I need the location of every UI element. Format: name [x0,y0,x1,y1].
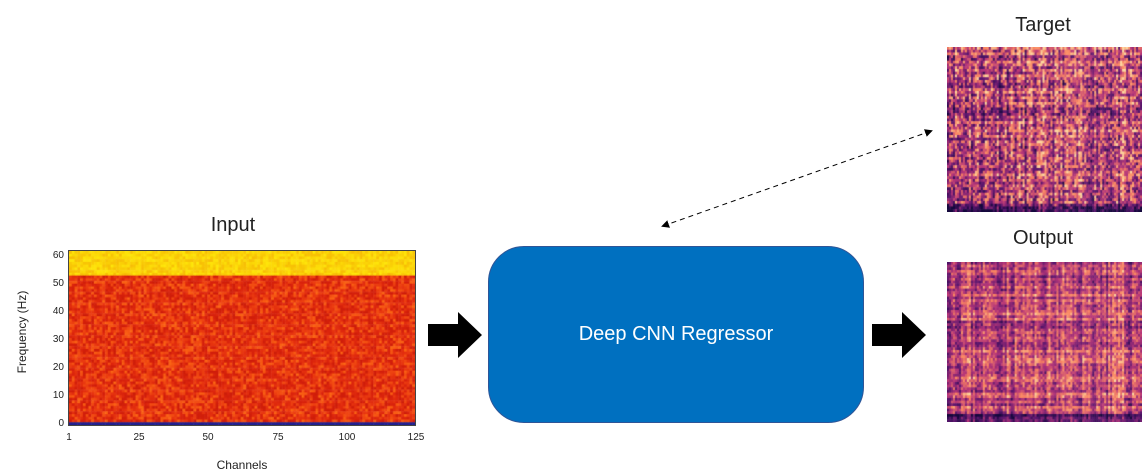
y-tick-label: 10 [52,390,64,401]
x-tick-label: 75 [272,432,284,443]
target-spectrogram [947,47,1142,212]
cnn-regressor-label: Deep CNN Regressor [578,323,774,345]
x-tick-label: 25 [133,432,145,443]
target-label: Target [1015,14,1071,36]
output-spectrogram [947,262,1142,422]
y-tick-label: 30 [52,334,64,345]
y-tick-label: 0 [58,418,64,429]
right-arrow-icon [428,312,482,358]
x-axis-label: Channels [216,458,268,472]
right-arrow-icon [872,312,926,358]
x-tick-label: 125 [407,432,425,443]
x-tick-label: 1 [66,432,72,443]
input-heatmap [68,250,416,426]
y-tick-label: 50 [52,278,64,289]
y-tick-label: 60 [52,250,64,261]
y-tick-label: 40 [52,306,64,317]
output-label: Output [1012,227,1074,249]
y-tick-label: 20 [52,362,64,373]
x-tick-label: 100 [338,432,356,443]
cnn-regressor-box: Deep CNN Regressor [488,246,864,423]
x-tick-label: 50 [202,432,214,443]
input-label: Input [210,214,256,236]
